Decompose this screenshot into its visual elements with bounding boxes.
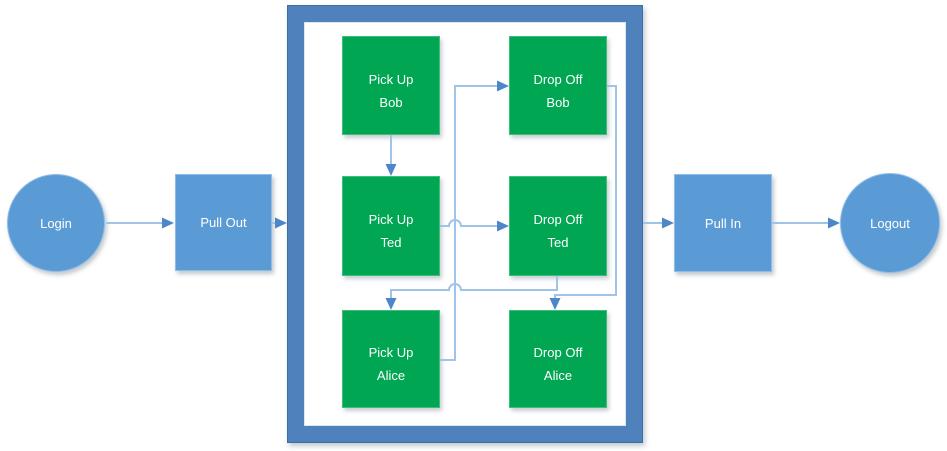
arrowhead-icon xyxy=(828,217,840,229)
node-drop-off-ted-line2: Ted xyxy=(547,235,569,250)
node-pull-in-label: Pull In xyxy=(704,215,742,231)
node-pull-in[interactable]: Pull In xyxy=(674,174,772,272)
node-drop-off-alice-line1: Drop Off xyxy=(533,345,583,360)
node-logout[interactable]: Logout xyxy=(840,173,940,273)
node-pick-up-ted-line2: Ted xyxy=(380,235,402,250)
connector-pull-out-to-container xyxy=(272,217,287,229)
node-pick-up-alice[interactable]: Pick Up Alice xyxy=(342,310,440,408)
node-drop-off-alice-line2: Alice xyxy=(543,368,573,383)
node-pick-up-bob-line2: Bob xyxy=(379,94,403,110)
node-pick-up-bob-line1: Pick Up xyxy=(368,71,414,87)
arrowhead-icon xyxy=(662,217,674,229)
node-login-label: Login xyxy=(40,215,72,231)
node-drop-off-bob-line1: Drop Off xyxy=(533,71,583,87)
node-logout-label: Logout xyxy=(870,215,910,231)
node-pick-up-alice-line1: Pick Up xyxy=(368,345,414,360)
arrowhead-icon xyxy=(275,217,287,229)
node-pick-up-bob[interactable]: Pick Up Bob xyxy=(342,36,440,135)
node-login[interactable]: Login xyxy=(7,174,105,272)
arrowhead-icon xyxy=(162,217,174,229)
connector-container-to-pull-in xyxy=(643,217,674,229)
node-drop-off-ted-line1: Drop Off xyxy=(533,212,583,227)
node-drop-off-bob[interactable]: Drop Off Bob xyxy=(509,36,607,135)
node-drop-off-ted[interactable]: Drop Off Ted xyxy=(509,176,607,276)
node-pick-up-ted-line1: Pick Up xyxy=(368,212,414,227)
node-pick-up-ted[interactable]: Pick Up Ted xyxy=(342,176,440,276)
connector-login-to-pull-out xyxy=(106,217,174,229)
node-drop-off-bob-line2: Bob xyxy=(546,94,570,110)
node-pick-up-alice-line2: Alice xyxy=(376,368,406,383)
node-drop-off-alice[interactable]: Drop Off Alice xyxy=(509,310,607,408)
connector-pull-in-to-logout xyxy=(772,217,840,229)
node-pull-out-label: Pull Out xyxy=(200,215,247,230)
node-pull-out[interactable]: Pull Out xyxy=(175,174,272,271)
